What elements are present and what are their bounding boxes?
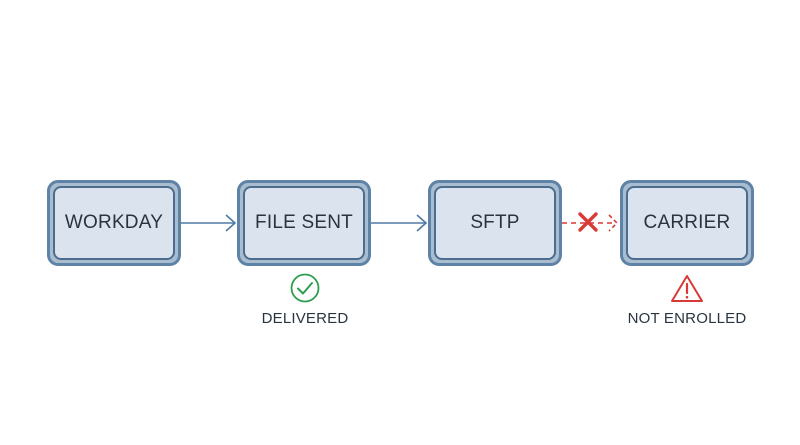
status-label-delivered: DELIVERED xyxy=(261,310,349,327)
arrowhead-icon xyxy=(416,214,428,232)
warning-triangle-icon xyxy=(671,275,703,302)
edge-workday-filesent xyxy=(181,214,237,232)
node-label: WORKDAY xyxy=(64,212,164,233)
node-inner: SFTP xyxy=(434,186,556,260)
node-inner: FILE SENT xyxy=(243,186,365,260)
node-label: CARRIER xyxy=(643,212,731,233)
check-circle-icon xyxy=(290,273,320,303)
edge-filesent-sftp xyxy=(371,214,428,232)
node-inner: WORKDAY xyxy=(53,186,175,260)
cross-icon xyxy=(578,212,598,232)
node-carrier: CARRIER xyxy=(620,180,754,266)
status-label-not-enrolled: NOT ENROLLED xyxy=(627,310,747,327)
arrowhead-icon xyxy=(608,214,619,232)
edge-sftp-carrier xyxy=(562,212,619,232)
node-workday: WORKDAY xyxy=(47,180,181,266)
arrowhead-icon xyxy=(225,214,237,232)
node-label: FILE SENT xyxy=(255,212,353,233)
node-file-sent: FILE SENT xyxy=(237,180,371,266)
node-inner: CARRIER xyxy=(626,186,748,260)
node-label: SFTP xyxy=(470,212,520,233)
node-sftp: SFTP xyxy=(428,180,562,266)
